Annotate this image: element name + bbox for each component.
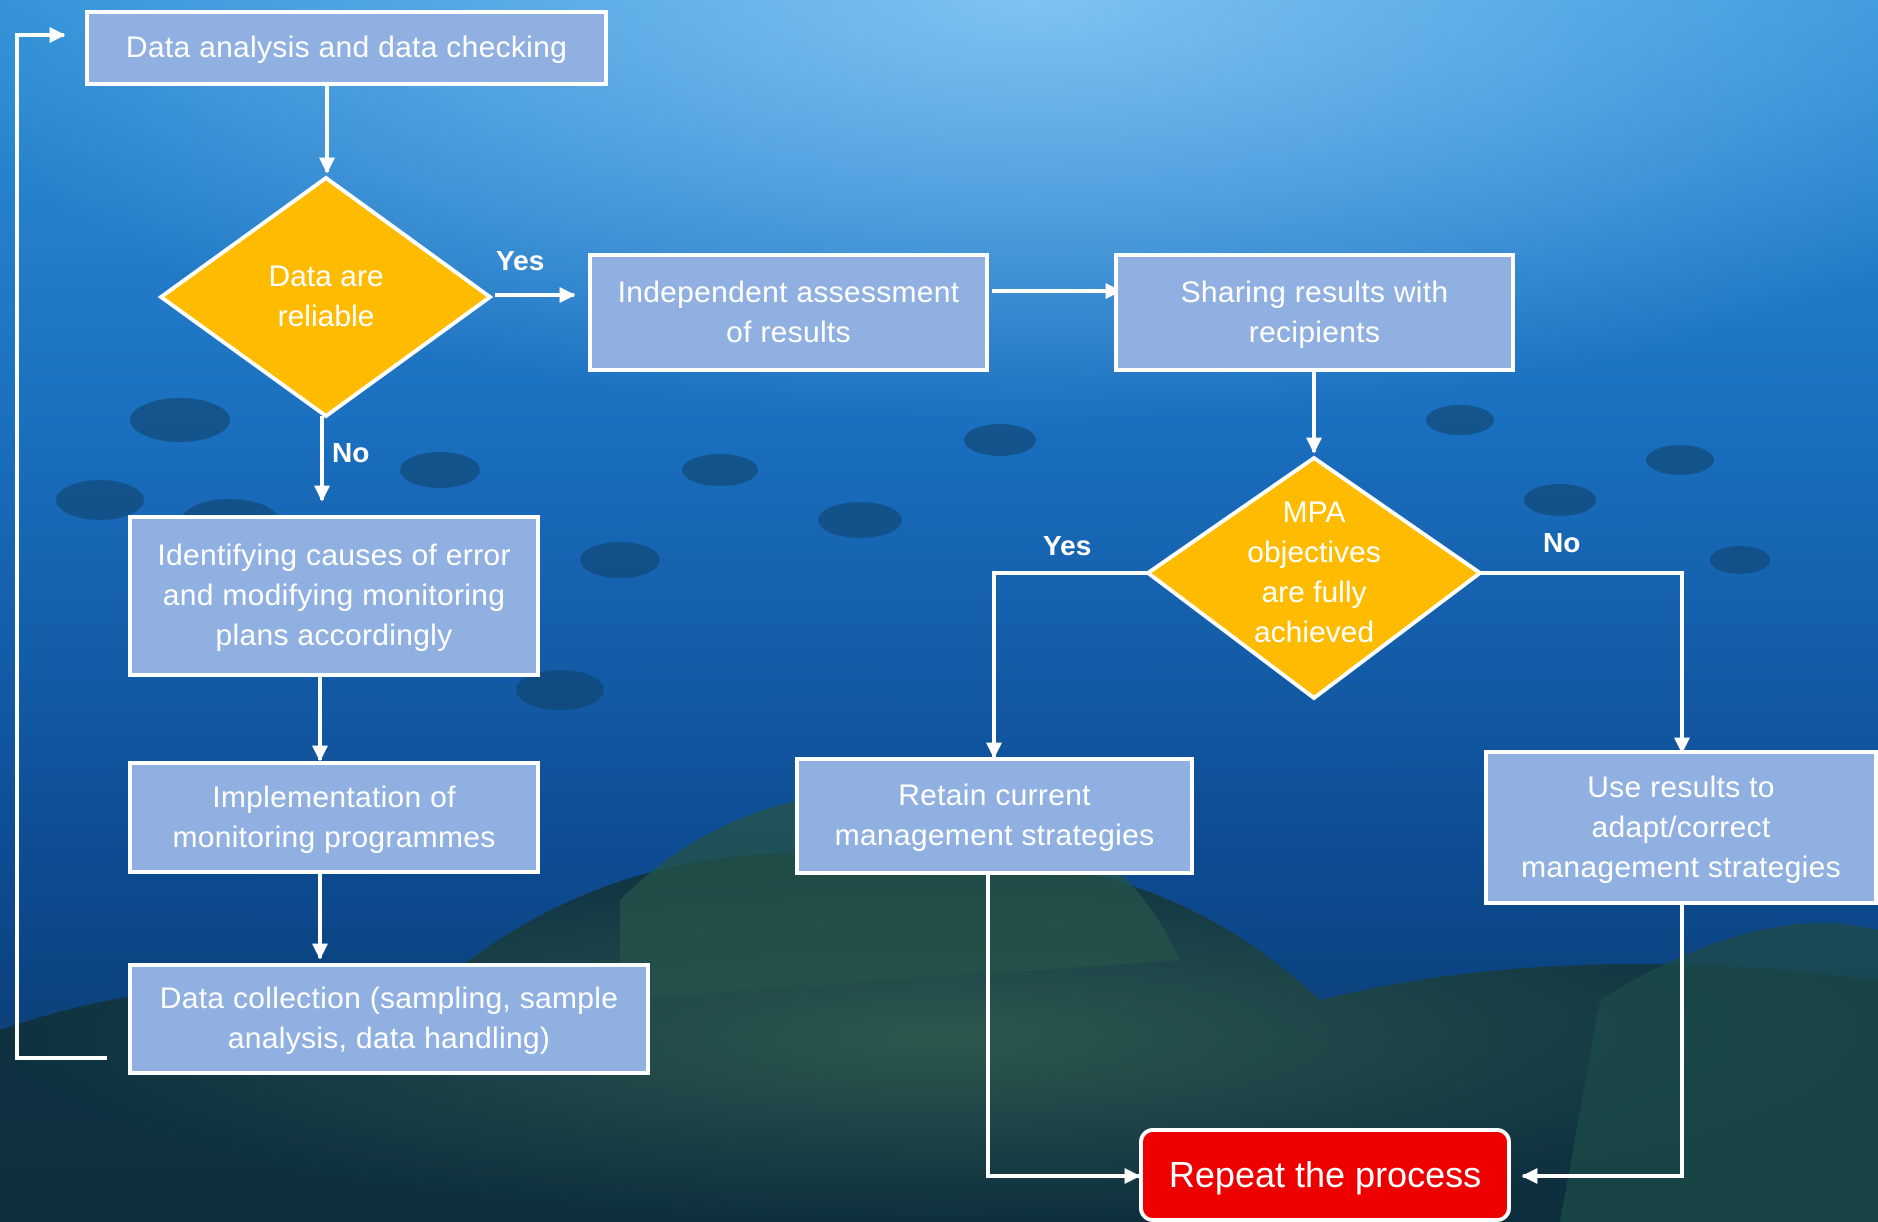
label-reliable-yes: Yes (496, 245, 545, 276)
label-mpa-no: No (1543, 527, 1581, 558)
decision-mpa-text: MPA objectives are fully achieved (1247, 496, 1381, 649)
arrow-loop-back (15, 27, 107, 1060)
box-retain: Retain current management strategies (795, 757, 1194, 875)
decision-reliable-text: Data are reliable (268, 260, 384, 333)
box-repeat-process: Repeat the process (1139, 1128, 1511, 1222)
box-data-analysis: Data analysis and data checking (85, 10, 608, 86)
box-identifying-causes: Identifying causes of error and modifyin… (128, 515, 540, 677)
arrow-mpa-yes (986, 571, 1148, 759)
box-implementation: Implementation of monitoring programmes (128, 761, 540, 874)
decision-reliable-shape (157, 175, 494, 419)
arrow-mpa-no (1480, 571, 1690, 754)
arrow-use-to-repeat (1521, 905, 1684, 1184)
label-mpa-yes: Yes (1043, 530, 1092, 561)
box-use-results: Use results to adapt/correct management … (1484, 750, 1878, 905)
box-data-collection: Data collection (sampling, sample analys… (128, 963, 650, 1075)
label-reliable-no: No (332, 437, 370, 468)
arrow-retain-to-repeat (986, 875, 1141, 1184)
decision-mpa-shape (1144, 455, 1484, 701)
box-sharing-results: Sharing results with recipients (1114, 253, 1515, 372)
box-independent-assessment: Independent assessment of results (588, 253, 989, 372)
